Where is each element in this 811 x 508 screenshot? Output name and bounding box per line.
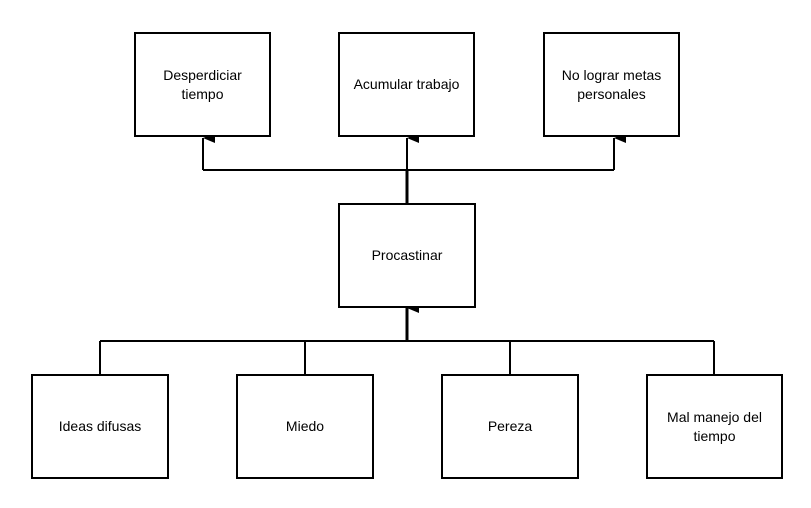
effect-label-3: No lograr metas personales	[561, 66, 662, 102]
cause-box-3: Pereza	[441, 374, 579, 479]
effect-label-2: Acumular trabajo	[353, 76, 460, 92]
center-label: Procastinar	[371, 247, 443, 263]
cause-label-4: Mal manejo del tiempo	[667, 408, 762, 444]
cause-label-1: Ideas difusas	[58, 418, 142, 434]
cause-label-3: Pereza	[487, 418, 533, 434]
effect-label-1: Desperdiciar tiempo	[163, 66, 242, 102]
effect-box-2: Acumular trabajo	[338, 32, 475, 137]
cause-label-2: Miedo	[285, 418, 325, 434]
center-box: Procastinar	[338, 203, 476, 308]
cause-box-1: Ideas difusas	[31, 374, 169, 479]
cause-box-2: Miedo	[236, 374, 374, 479]
effect-box-3: No lograr metas personales	[543, 32, 680, 137]
cause-box-4: Mal manejo del tiempo	[646, 374, 783, 479]
effect-box-1: Desperdiciar tiempo	[134, 32, 271, 137]
